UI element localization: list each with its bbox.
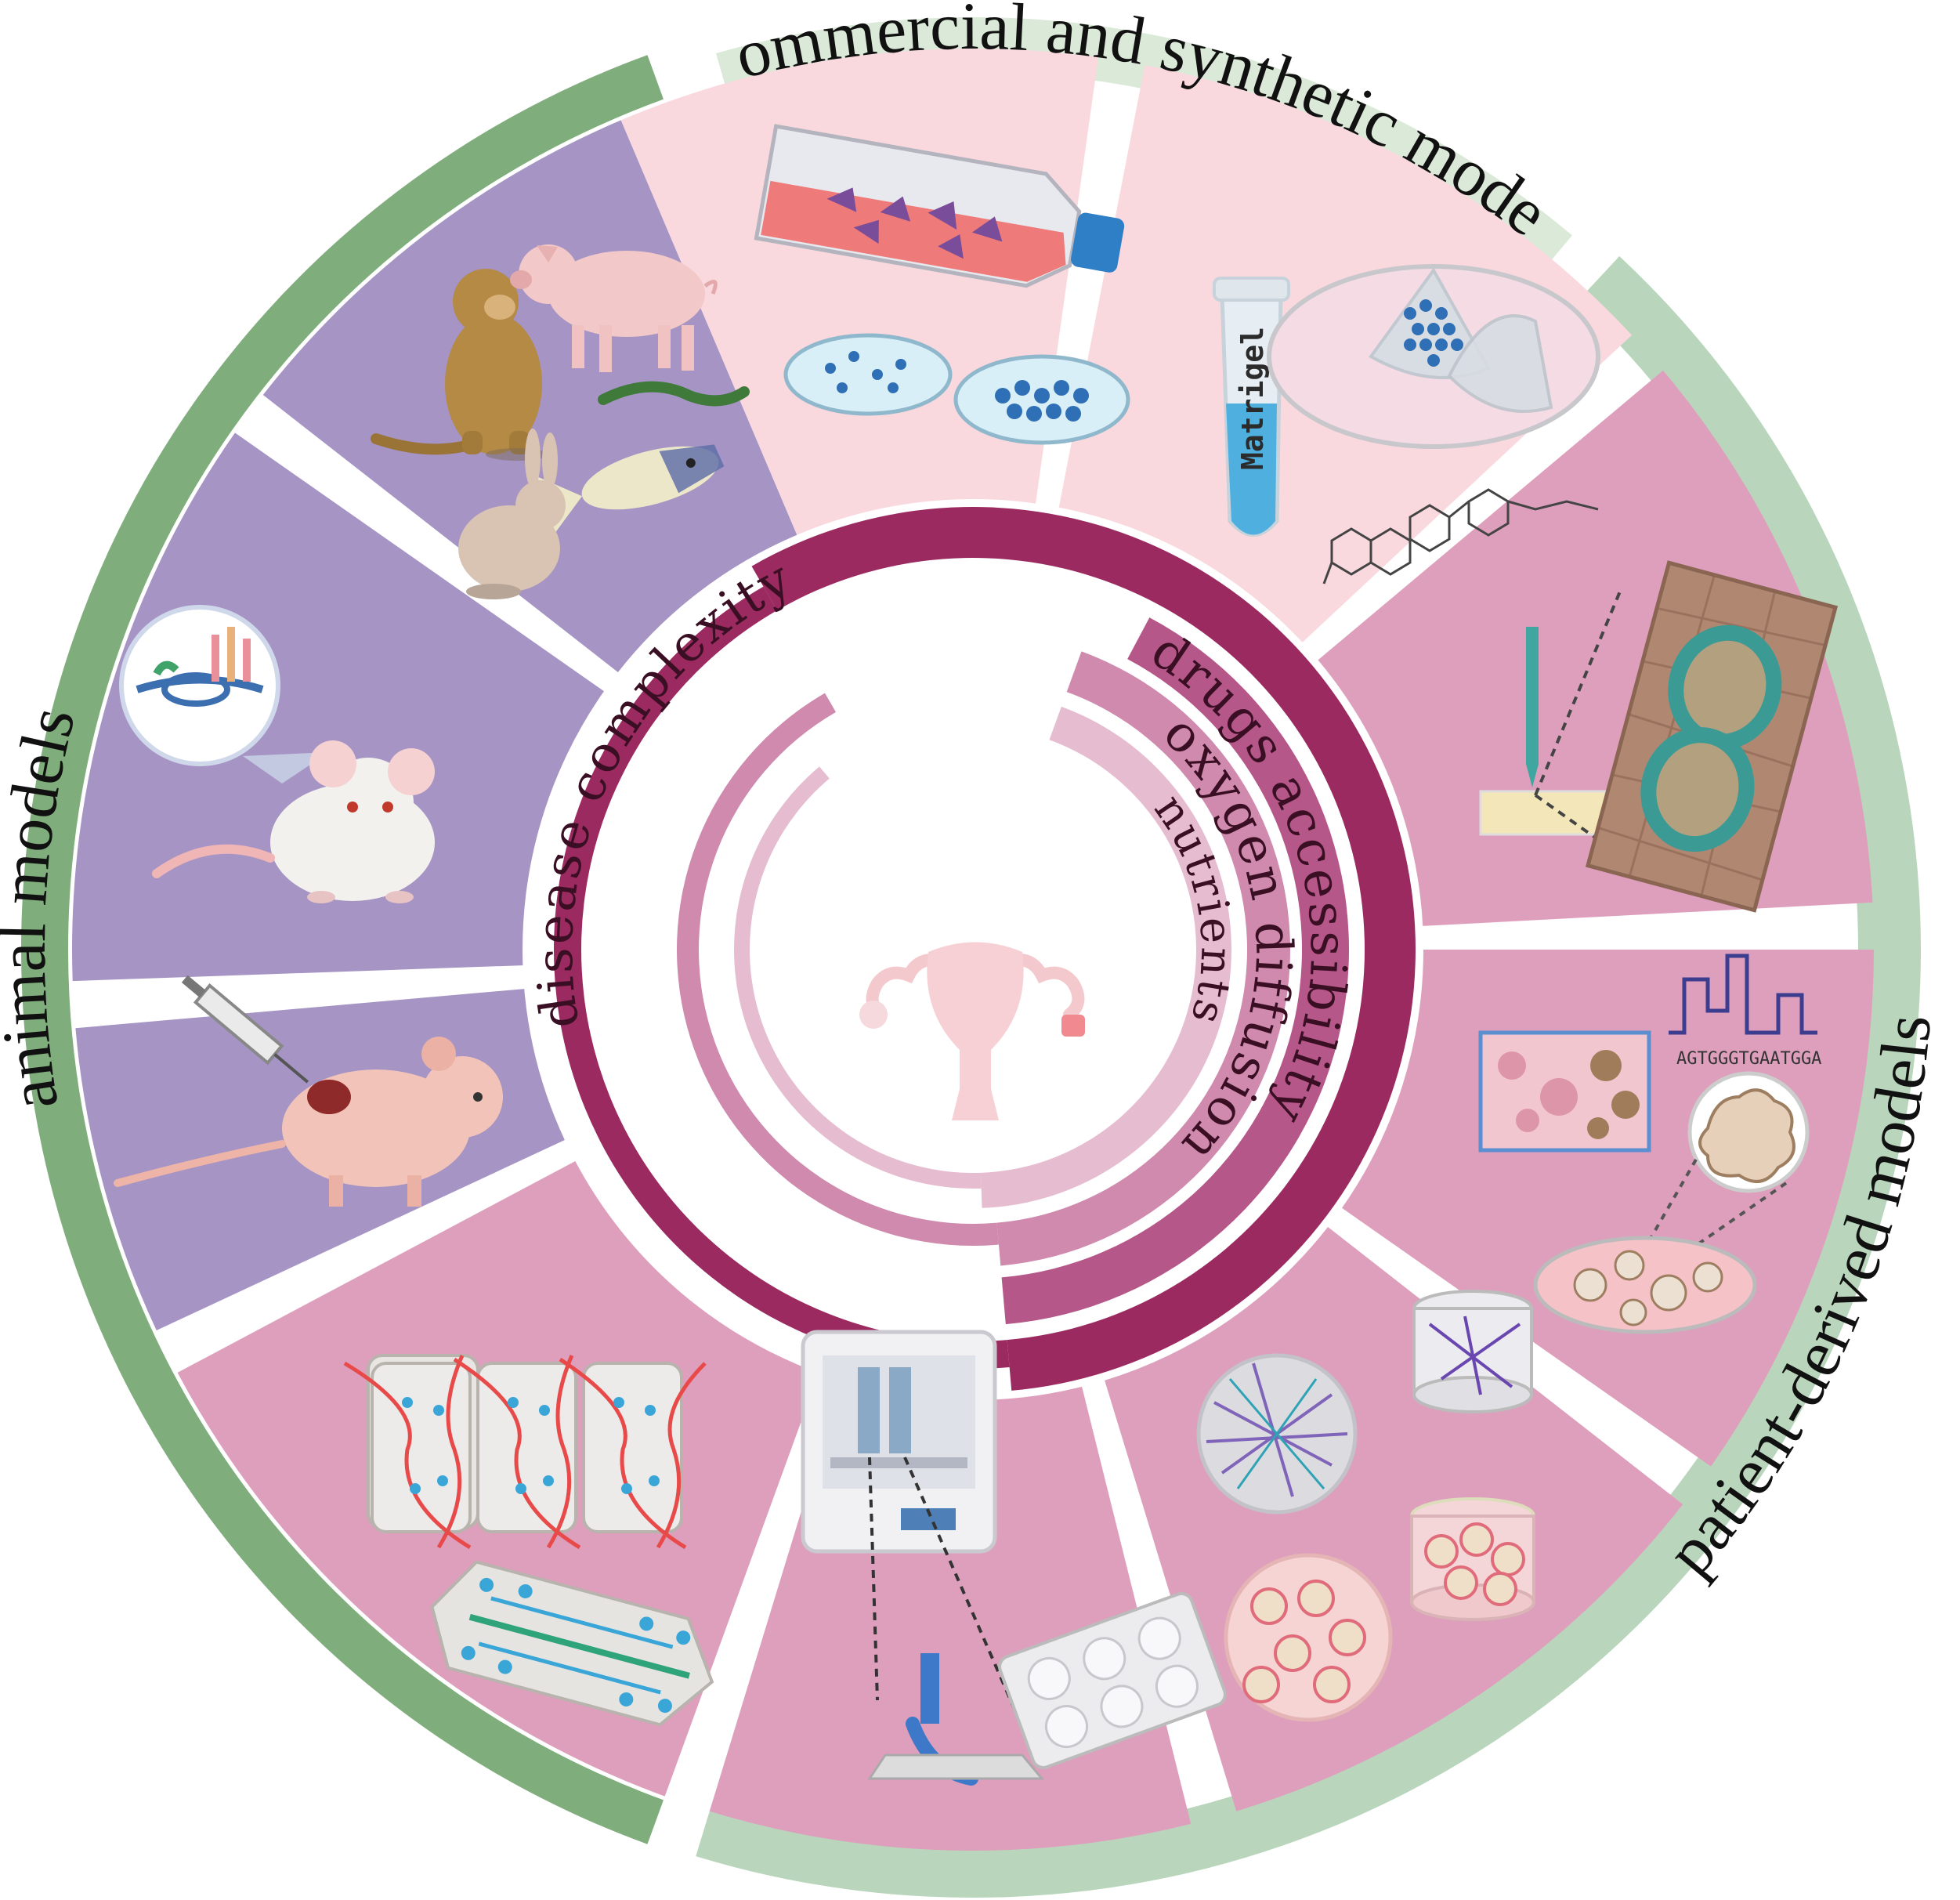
organ-on-chip-icon	[343, 1354, 714, 1727]
animal-models-band	[20, 55, 664, 1844]
spiral-nutrients	[980, 706, 1231, 1208]
cell-culture-flask-icon	[754, 124, 1130, 445]
matrigel-tube-label: Matrigel	[1235, 327, 1270, 470]
sequence-text: AGTGGGTGAATGGA	[1676, 1049, 1821, 1069]
matrigel-tube-dish-icon: Matrigel	[1213, 264, 1600, 584]
sector-crispr-mouse	[71, 432, 604, 982]
inner-spiral	[553, 507, 1416, 1391]
bioprinter-icon	[801, 1330, 1227, 1786]
uterus-icon	[859, 942, 1085, 1120]
spiral-drugs-accessibility	[1001, 617, 1349, 1325]
nude-mouse-injection-icon	[114, 975, 503, 1207]
crispr-mouse-icon	[119, 605, 435, 903]
biopsy-tissue-slice-icon	[1479, 560, 1839, 913]
hydrogel-scaffold-icon	[1196, 1290, 1535, 1722]
patient-derived-organoid-icon: AGTGGGTGAATGGA	[1478, 954, 1821, 1334]
spiral-oxygen-diffusion	[996, 651, 1291, 1266]
monkey-pig-fish-worm-rabbit-icons	[371, 244, 750, 599]
